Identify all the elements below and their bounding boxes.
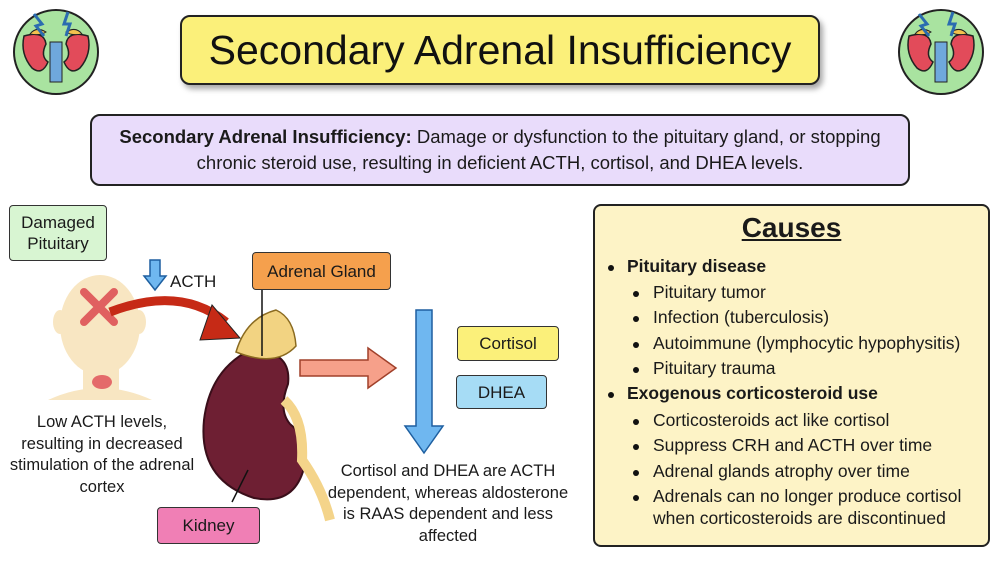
page-title: Secondary Adrenal Insufficiency [180,15,820,85]
curved-arrow-icon [108,296,242,341]
cause-item: Adrenals can no longer produce cortisol … [653,486,962,528]
cause-heading: Pituitary disease [627,256,767,276]
bullet [633,444,639,450]
dependency-caption: Cortisol and DHEA are ACTH dependent, wh… [327,462,569,545]
dhea-label: DHEA [456,375,547,409]
bullet [633,367,639,373]
head-icon [48,275,152,400]
adrenal-gland-label: Adrenal Gland [252,252,391,290]
kidney-label: Kidney [157,507,260,544]
down-arrow-icon [403,309,445,455]
bullet [633,419,639,425]
definition-text: Damage or dysfunction to the pituitary g… [196,126,881,173]
cause-heading: Exogenous corticosteroid use [627,383,878,403]
acth-label: ACTH [170,272,217,291]
adrenal-kidney-icon [10,6,102,98]
kidney-illustration [202,309,335,522]
bullet [608,265,614,271]
damaged-pituitary-label: Damaged Pituitary [9,205,107,261]
definition-box: Secondary Adrenal Insufficiency: Damage … [90,114,910,186]
bullet [633,342,639,348]
cause-item: Pituitary tumor [653,282,766,302]
cause-item: Infection (tuberculosis) [653,307,830,327]
cause-item: Adrenal glands atrophy over time [653,461,910,481]
cause-item: Pituitary trauma [653,358,776,378]
cause-item: Corticosteroids act like cortisol [653,410,890,430]
bullet [633,495,639,501]
causes-panel: Causes Pituitary disease Pituitary tumor… [593,204,990,547]
bullet [633,470,639,476]
adrenal-kidney-icon [895,6,987,98]
bullet [608,392,614,398]
cortisol-label: Cortisol [457,326,559,361]
right-arrow-icon [299,346,398,390]
causes-title: Causes [741,212,842,243]
cause-item: Autoimmune (lymphocytic hypophysitis) [653,333,961,353]
bullet [633,316,639,322]
down-arrow-icon [142,259,168,292]
cause-item: Suppress CRH and ACTH over time [653,435,933,455]
bullet [633,291,639,297]
damage-x-icon [80,288,118,326]
low-acth-caption: Low ACTH levels, resulting in decreased … [9,413,195,496]
definition-term: Secondary Adrenal Insufficiency: [119,126,412,147]
